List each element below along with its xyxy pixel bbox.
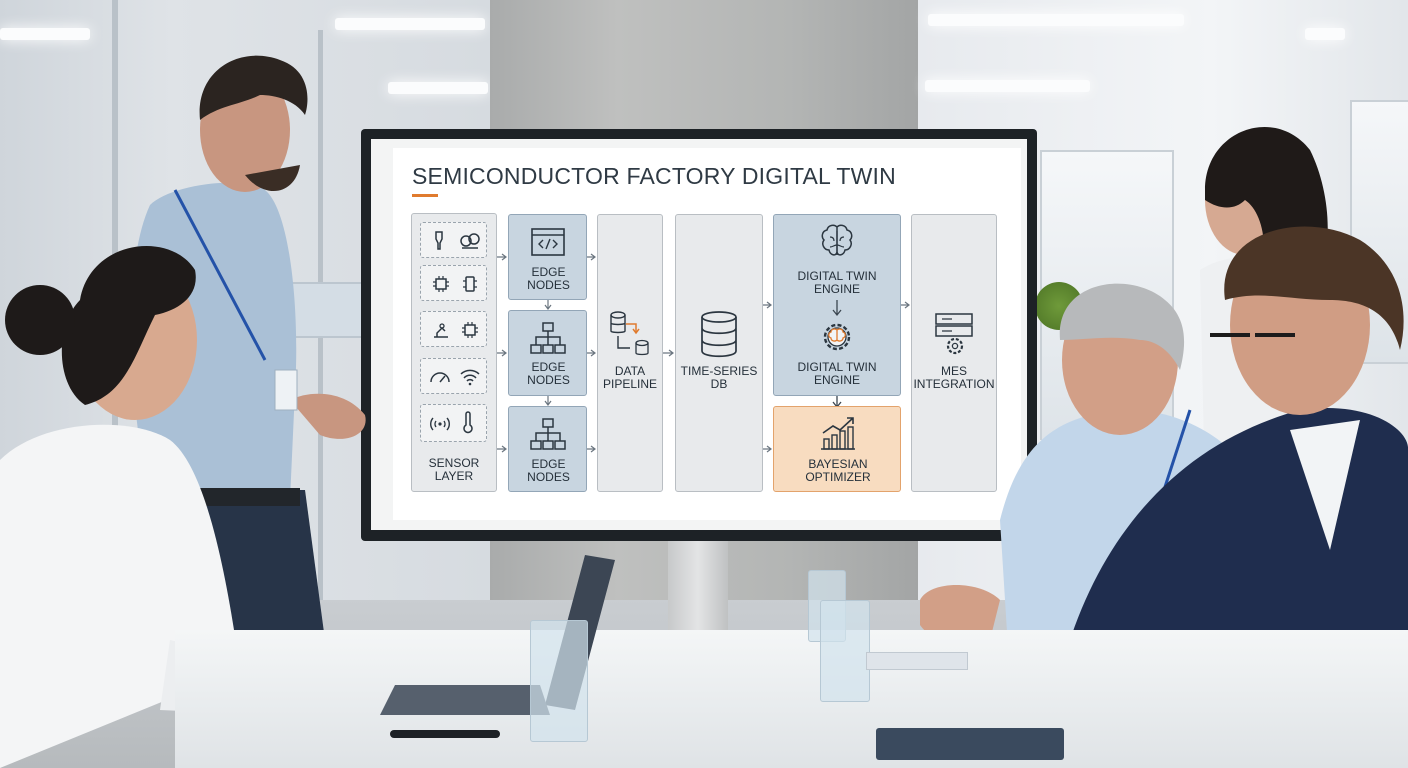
hierarchy-icon (530, 322, 566, 354)
gauge-icon (430, 372, 450, 383)
arrow-down-icon (832, 300, 842, 317)
growth-chart-icon (821, 417, 855, 450)
thermometer-icon (463, 411, 473, 434)
brain-gear-icon (823, 323, 851, 351)
robot-arm-icon (460, 233, 480, 249)
conference-table (175, 630, 1408, 768)
ceiling-light (1305, 28, 1345, 40)
paper-documents (866, 652, 968, 670)
brain-icon (821, 224, 853, 256)
notebook (876, 728, 1064, 760)
chip-icon (433, 276, 449, 292)
server-gear-icon (935, 313, 973, 355)
title-accent-bar (412, 194, 438, 197)
hierarchy-icon (530, 418, 566, 450)
sensor-layer-column (411, 213, 497, 492)
pipeline-icon (610, 311, 649, 356)
robot-arm-icon (434, 323, 448, 338)
sensor-cell (420, 222, 487, 258)
database-icon (701, 311, 737, 358)
water-glass (820, 600, 870, 702)
ceiling-light (0, 28, 90, 40)
sensor-cell (420, 404, 487, 442)
slide-title: SEMICONDUCTOR FACTORY DIGITAL TWIN (412, 163, 896, 189)
sensor-cell (420, 358, 487, 394)
ceiling-light (335, 18, 485, 30)
probe-icon (435, 231, 443, 250)
ceiling-light (388, 82, 488, 94)
sensor-cell (420, 311, 487, 347)
chip-icon (462, 322, 478, 338)
sensor-cell (420, 265, 487, 301)
flow-arrows (497, 253, 910, 453)
water-glass (530, 620, 588, 742)
phone (390, 730, 500, 738)
wifi-icon (460, 369, 480, 386)
ceiling-light (928, 14, 1184, 26)
code-window-icon (531, 228, 565, 256)
ceiling-light (925, 80, 1090, 92)
timeseries-db-column (675, 214, 763, 492)
chip-icon (463, 276, 477, 292)
data-pipeline-column (597, 214, 663, 492)
tv-stand (668, 540, 728, 630)
signal-icon (430, 417, 450, 431)
